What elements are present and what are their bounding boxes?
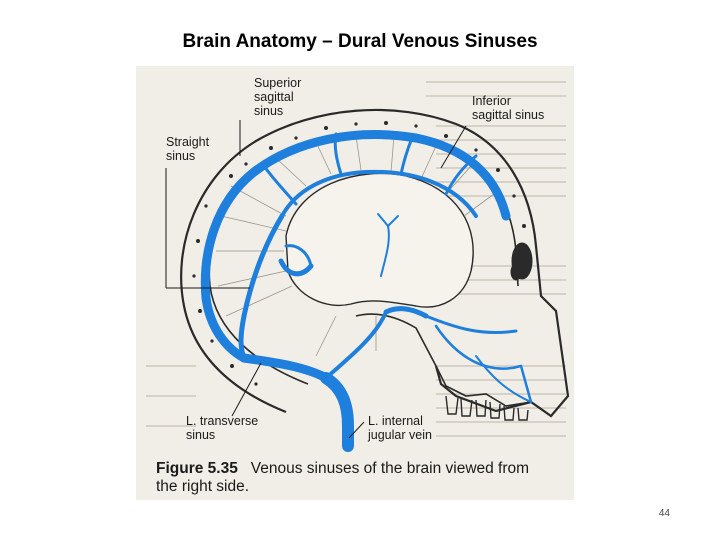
cerebral-vein xyxy=(380,225,390,277)
caption-number: Figure 5.35 xyxy=(156,460,238,477)
transverse-sinus xyxy=(239,353,331,383)
pterygoid-plexus xyxy=(434,324,523,370)
cerebral-vein xyxy=(333,132,343,176)
occipital-sinus xyxy=(238,313,247,361)
cerebral-hemisphere-outline xyxy=(285,172,474,308)
anatomy-figure: Superior sagittal sinus Inferior sagitta… xyxy=(136,66,574,500)
label-transverse-sinus: L. transverse sinus xyxy=(186,414,259,442)
maxilla xyxy=(435,365,532,407)
label-internal-jugular-vein: L. internal jugular vein xyxy=(368,414,432,442)
caption-text-line2: the right side. xyxy=(156,478,250,495)
slide-title: Brain Anatomy – Dural Venous Sinuses xyxy=(182,31,538,52)
straight-sinus xyxy=(241,213,285,319)
cerebral-vein xyxy=(262,164,298,206)
figure-caption: Figure 5.35 Venous sinuses of the brain … xyxy=(156,460,529,496)
cavernous-sinus xyxy=(383,306,429,319)
caption-text-line1: Venous sinuses of the brain viewed from xyxy=(250,460,530,477)
petrous-bone xyxy=(355,313,437,367)
label-superior-sagittal-sinus: Superior sagittal sinus xyxy=(254,76,302,118)
skull-outer-outline xyxy=(180,108,570,418)
great-cerebral-vein xyxy=(278,258,314,277)
skull-bone-texture xyxy=(192,121,526,386)
orbit-lower xyxy=(510,263,522,281)
teeth xyxy=(445,395,529,421)
basal-vein xyxy=(284,244,313,268)
slide-page-number: 44 xyxy=(658,508,670,519)
cerebral-vein xyxy=(399,136,414,176)
sigmoid-sinus xyxy=(320,372,354,452)
label-inferior-sagittal-sinus: Inferior sagittal sinus xyxy=(472,94,545,122)
label-straight-sinus: Straight sinus xyxy=(166,135,210,163)
superior-petrosal-sinus xyxy=(324,310,388,380)
inferior-sagittal-sinus xyxy=(280,169,478,218)
cerebral-vein xyxy=(444,154,478,196)
facial-vein-connection xyxy=(424,314,518,335)
